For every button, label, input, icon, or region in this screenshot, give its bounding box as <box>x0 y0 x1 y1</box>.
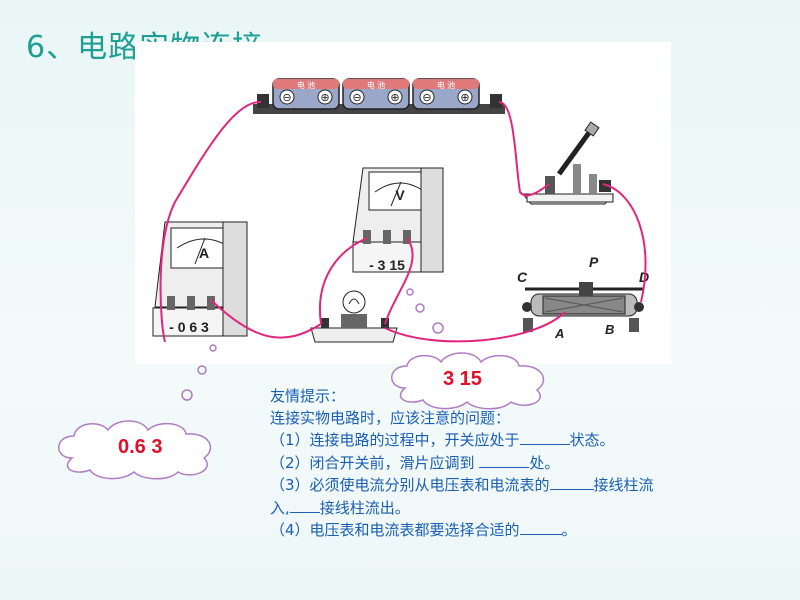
battery-label-2: 电 池 <box>367 80 385 90</box>
wire-bulb-to-rheostat <box>384 311 566 343</box>
rheostat-label-a: A <box>554 326 564 341</box>
hint-item-4-text: （4）电压表和电流表都要选择合适的 <box>270 521 520 539</box>
battery-cell-2: ⊖ ⊕ 电 池 <box>342 78 410 110</box>
hint-item-1-end: 状态。 <box>569 431 615 449</box>
circuit-svg: ⊖ ⊕ 电 池 ⊖ ⊕ 电 池 ⊖ ⊕ 电 池 <box>152 78 649 343</box>
rheostat: C P D A B <box>517 254 649 341</box>
svg-text:⊖: ⊖ <box>282 92 291 104</box>
hint-item-2: （2）闭合开关前，滑片应调到 处。 <box>270 452 790 475</box>
hint-item-3-middle: 接线柱流 <box>593 476 654 494</box>
wire-switch-to-rheostat <box>602 183 647 303</box>
svg-text:⊖: ⊖ <box>352 92 361 104</box>
circuit-wires <box>159 100 647 343</box>
hint-intro: 连接实物电路时，应该注意的问题： <box>270 408 511 427</box>
battery-label-3: 电 池 <box>437 80 455 90</box>
hint-item-1: （1）连接电路的过程中，开关应处于 状态。 <box>270 429 790 452</box>
battery-cell-3: ⊖ ⊕ 电 池 <box>412 78 480 110</box>
rheostat-label-c: C <box>517 269 528 285</box>
wire-battery-to-switch <box>498 101 550 197</box>
blank-terminal-in <box>549 474 594 490</box>
ammeter-letter: A <box>199 245 209 261</box>
circuit-diagram: ⊖ ⊕ 电 池 ⊖ ⊕ 电 池 ⊖ ⊕ 电 池 <box>135 42 671 364</box>
rheostat-label-d: D <box>639 269 649 285</box>
battery-clip-left <box>257 94 269 108</box>
cloud-left <box>58 420 212 480</box>
hint-item-3-line-2: 入, 接线柱流出。 <box>270 497 790 520</box>
svg-text:⊖: ⊖ <box>422 92 431 104</box>
blank-slider-position <box>479 452 530 468</box>
wire-ammeter-to-bulb <box>210 299 322 339</box>
hint-item-2-text: （2）闭合开关前，滑片应调到 <box>270 453 480 472</box>
blank-switch-state <box>519 429 570 445</box>
svg-text:⊕: ⊕ <box>460 92 469 104</box>
battery-clip-right <box>490 94 502 108</box>
hint-item-3: （3）必须使电流分别从电压表和电流表的 接线柱流 <box>270 474 790 497</box>
hint-item-2-end: 处。 <box>529 453 560 472</box>
hint-item-4: （4）电压表和电流表都要选择合适的 。 <box>270 519 790 542</box>
battery-cell-1: ⊖ ⊕ 电 池 <box>272 78 340 110</box>
hint-item-3-text: （3）必须使电流分别从电压表和电流表的 <box>270 476 550 494</box>
hint-panel: 友情提示： 连接实物电路时，应该注意的问题： （1）连接电路的过程中，开关应处于… <box>270 386 790 542</box>
battery-label-1: 电 池 <box>297 80 315 90</box>
ammeter-terminals: - 0 6 3 <box>169 319 209 335</box>
cloud-right <box>391 352 545 410</box>
voltmeter-terminals: - 3 15 <box>369 257 405 273</box>
hint-item-1-text: （1）连接电路的过程中，开关应处于 <box>270 431 520 449</box>
blank-range <box>519 519 562 535</box>
wire-voltmeter-to-bulb <box>318 237 368 325</box>
blank-terminal-out <box>289 497 320 513</box>
hint-heading: 友情提示： <box>270 387 346 405</box>
hint-item-3-line2-start: 入, <box>270 498 290 517</box>
cloud-left-text: 0.6 3 <box>118 436 163 458</box>
wire-battery-to-ammeter <box>159 100 262 343</box>
voltmeter: V - 3 15 <box>352 167 444 273</box>
rheostat-label-b: B <box>605 322 614 337</box>
hint-item-4-end: 。 <box>561 521 577 539</box>
knife-switch <box>521 121 615 205</box>
svg-text:⊕: ⊕ <box>390 92 399 104</box>
wire-voltmeter-to-bulb-2 <box>384 237 414 325</box>
ammeter: A - 0 6 3 <box>152 221 248 337</box>
hint-item-3-line2-end: 接线柱流出。 <box>319 498 410 517</box>
cloud-right-text: 3 15 <box>443 368 482 390</box>
rheostat-label-p: P <box>589 254 599 270</box>
svg-text:⊕: ⊕ <box>320 92 329 104</box>
voltmeter-letter: V <box>395 187 405 203</box>
